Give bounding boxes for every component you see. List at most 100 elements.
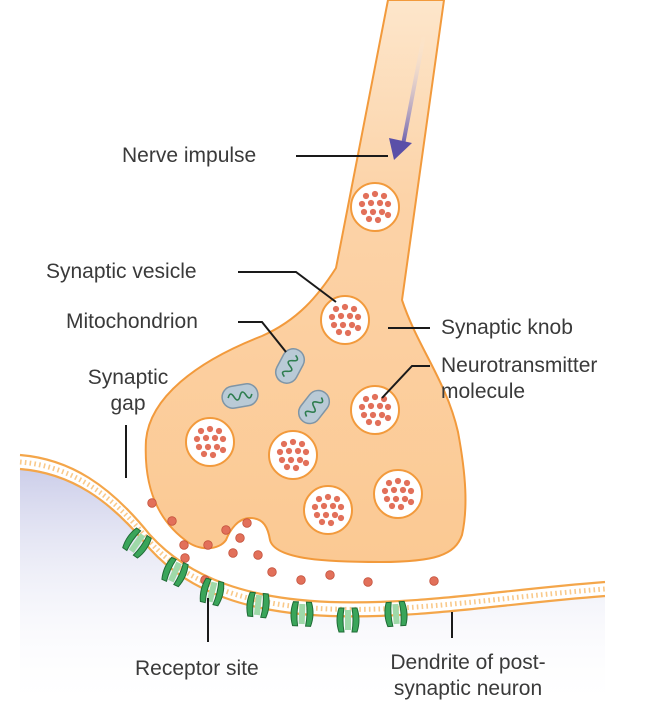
neurotransmitter-molecule [369, 411, 377, 419]
neurotransmitter-molecule [320, 502, 328, 510]
neurotransmitter-molecule [278, 456, 286, 464]
neurotransmitter-molecule [283, 463, 291, 471]
neurotransmitter-molecule [365, 418, 373, 426]
neurotransmitter-molecule [346, 312, 354, 320]
neurotransmitter-molecule [219, 435, 227, 443]
neurotransmitter-molecules-released [147, 498, 439, 587]
neurotransmitter-molecule [280, 440, 288, 448]
neurotransmitter-molecule [360, 208, 368, 216]
receptor [199, 577, 225, 607]
leader-mitochondrion [238, 321, 287, 353]
neurotransmitter-molecule [399, 486, 407, 494]
neurotransmitter-molecule [362, 192, 370, 200]
neurotransmitter-molecule [390, 486, 398, 494]
neurotransmitter-molecule [242, 518, 252, 528]
neurotransmitter-molecule [298, 440, 306, 448]
neurotransmitter-molecule [337, 503, 345, 511]
neurotransmitter-molecule [285, 447, 293, 455]
neurotransmitter-molecule [204, 443, 212, 451]
neurotransmitter-molecule [384, 200, 392, 208]
mitochondrion [221, 383, 259, 409]
neurotransmitter-molecule [167, 516, 177, 526]
label-receptor-site: Receptor site [135, 657, 259, 680]
neurotransmitter-molecule [327, 519, 335, 527]
neurotransmitter-molecule [329, 502, 337, 510]
neurotransmitter-molecule [341, 303, 349, 311]
neurotransmitter-molecule [203, 540, 213, 550]
neurotransmitter-molecule [360, 411, 368, 419]
neurotransmitter-molecule [376, 402, 384, 410]
neurotransmitter-molecule [354, 324, 362, 332]
neurotransmitter-molecule [289, 438, 297, 446]
label-dendrite-line2: synaptic neuron [393, 677, 543, 700]
neurotransmitter-molecule [392, 495, 400, 503]
neurotransmitter-molecule [384, 403, 392, 411]
neurotransmitter-molecule [315, 495, 323, 503]
neurotransmitter-molecule [401, 495, 409, 503]
neurotransmitter-molecule [369, 208, 377, 216]
mitochondrion [297, 389, 331, 425]
neurotransmitter-molecule [296, 575, 306, 585]
neurotransmitter-molecule [287, 456, 295, 464]
neurotransmitter-molecule [358, 200, 366, 208]
neurotransmitter-molecule [344, 329, 352, 337]
neurotransmitter-molecule [180, 553, 190, 563]
synaptic-vesicles [185, 182, 423, 535]
label-synaptic-gap: Synaptic gap [72, 365, 184, 417]
receptor [122, 527, 152, 559]
neurotransmitter-molecule [381, 487, 389, 495]
neurotransmitter-molecule [228, 548, 238, 558]
neurotransmitter-molecule [200, 450, 208, 458]
synaptic-vesicle [373, 469, 423, 519]
neurotransmitter-molecule [397, 503, 405, 511]
neurotransmitter-molecule [367, 199, 375, 207]
neurotransmitter-molecule [313, 511, 321, 519]
label-dendrite-line1: Dendrite of post- [390, 651, 546, 674]
neurotransmitter-molecule [365, 215, 373, 223]
neurotransmitter-molecule [403, 479, 411, 487]
neurotransmitter-molecule [296, 456, 304, 464]
neurotransmitter-molecule [325, 570, 335, 580]
neurotransmitter-molecule [385, 479, 393, 487]
neurotransmitter-molecule [197, 427, 205, 435]
neurotransmitter-molecule [362, 395, 370, 403]
neurotransmitter-molecule [328, 313, 336, 321]
receptor [246, 591, 270, 619]
neurotransmitter-molecule [330, 321, 338, 329]
neurotransmitter-molecule [235, 533, 245, 543]
label-synaptic-vesicle: Synaptic vesicle [46, 260, 197, 283]
neurotransmitter-molecule [371, 190, 379, 198]
neurotransmitter-molecule [267, 567, 277, 577]
neurotransmitter-molecule [292, 464, 300, 472]
leader-lines [125, 155, 453, 642]
neurotransmitter-molecule [354, 313, 362, 321]
neurotransmitter-molecule [337, 514, 345, 522]
neurotransmitter-molecule [302, 448, 310, 456]
label-dendrite: Dendrite of post- synaptic neuron [362, 650, 574, 702]
label-neurotransmitter-line2: molecule [441, 380, 526, 403]
neurotransmitter-molecule [294, 447, 302, 455]
label-synaptic-gap-line1: Synaptic [87, 366, 169, 389]
neurotransmitter-molecule [302, 459, 310, 467]
neurotransmitter-molecule [358, 403, 366, 411]
mitochondria [221, 348, 331, 425]
neurotransmitter-molecule [324, 493, 332, 501]
mitochondrion [274, 348, 306, 384]
neurotransmitter-molecule [407, 498, 415, 506]
synaptic-vesicle [320, 295, 370, 345]
neurotransmitter-molecule [407, 487, 415, 495]
dendrite-body [20, 468, 605, 711]
neurotransmitter-molecule [311, 503, 319, 511]
neurotransmitter-molecule [219, 446, 227, 454]
label-synaptic-gap-line2: gap [110, 392, 146, 415]
synaptic-vesicle [268, 430, 318, 480]
neurotransmitter-molecule [206, 425, 214, 433]
label-mitochondrion: Mitochondrion [66, 310, 198, 333]
leader-synaptic-vesicle [238, 271, 337, 303]
neurotransmitter-molecule [221, 525, 231, 535]
neurotransmitter-molecule [374, 419, 382, 427]
nerve-impulse-arrow [389, 34, 426, 160]
neurotransmitter-molecule [211, 434, 219, 442]
neurotransmitter-molecule [213, 443, 221, 451]
label-neurotransmitter-line1: Neurotransmitter [441, 354, 598, 377]
